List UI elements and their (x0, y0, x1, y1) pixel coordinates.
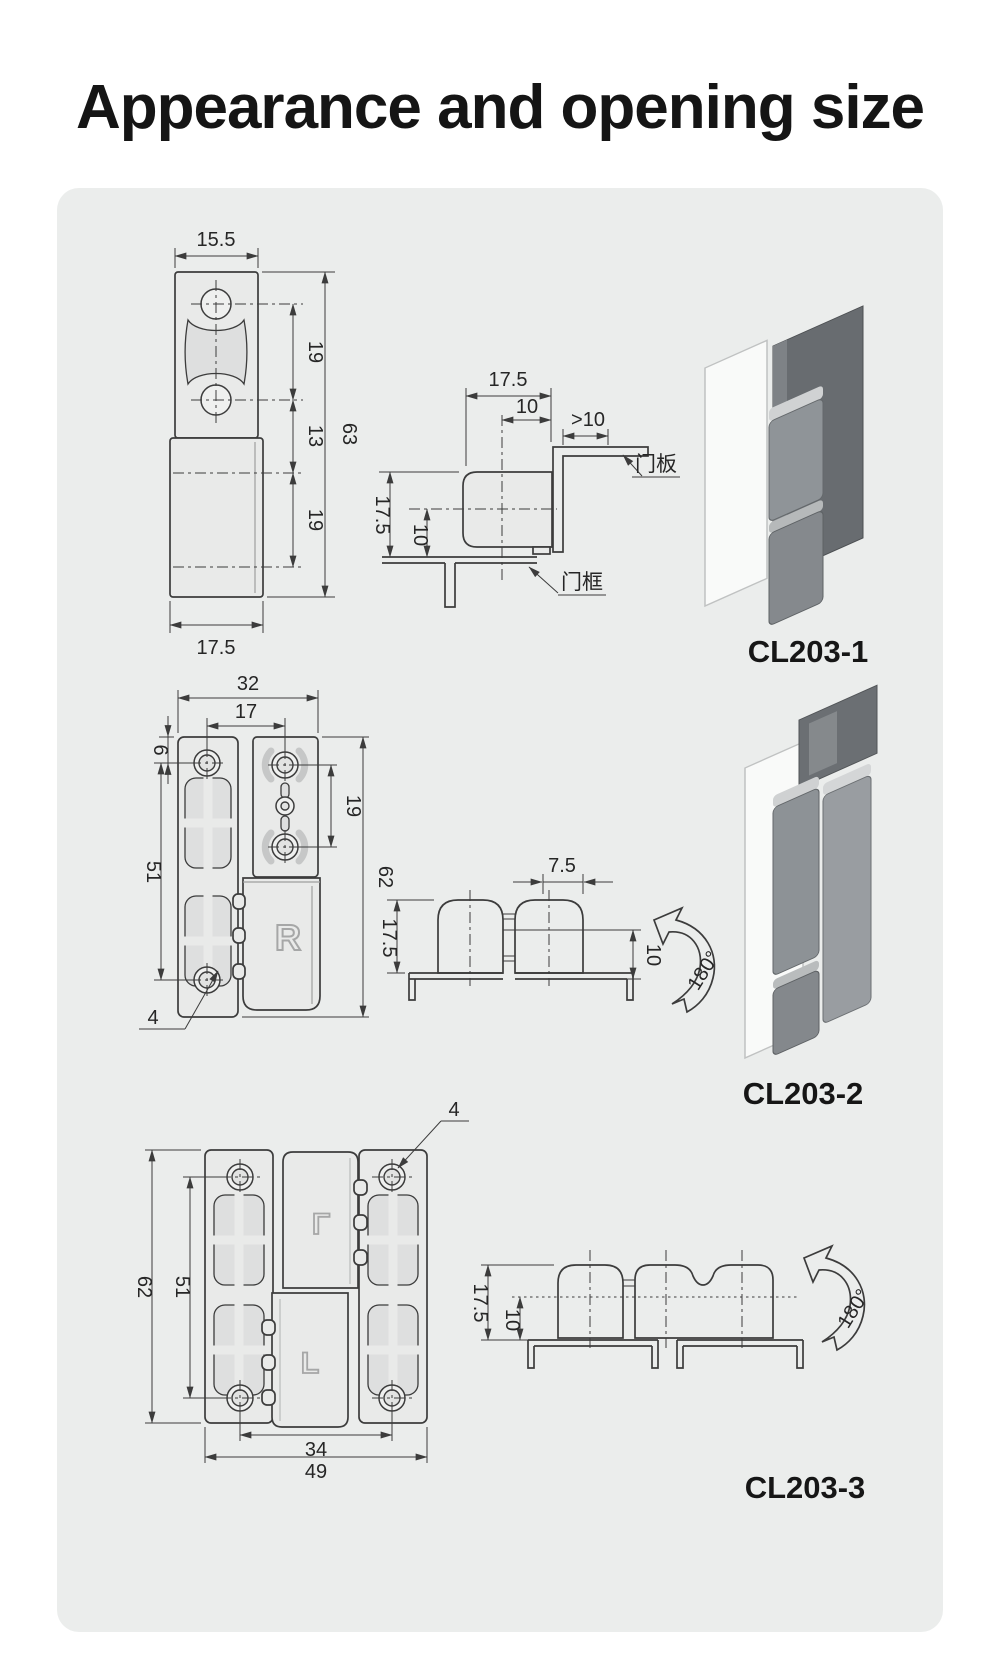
dim-hole-pitch-y: 51 (171, 1276, 193, 1298)
dim-pin-offset: 7.5 (548, 855, 576, 877)
dim-side-depth: 17.5 (489, 369, 528, 391)
dim-open-angle: 180° (684, 947, 725, 994)
label-door-frame: 门框 (561, 571, 603, 594)
dim-mid-pitch: 13 (304, 425, 326, 447)
cl203-1-side-view: 17.5 10 >10 17.5 10 门板 门框 (371, 369, 680, 608)
dim-hole-pitch-x: 17 (235, 701, 257, 723)
mark-r: R (275, 917, 301, 958)
dim-bottom-width: 17.5 (197, 637, 236, 659)
cl203-2-side-view: 7.5 17.5 10 180° (378, 855, 725, 1014)
mark-upper: Γ (312, 1208, 330, 1241)
dim-right-pitch: 19 (342, 795, 364, 817)
cl203-3-side-view: 17.5 10 180° (469, 1244, 875, 1369)
model-label-cl203-3: CL203-3 (745, 1470, 866, 1505)
drawing-panel: 15.5 63 19 13 19 17.5 (57, 188, 943, 1632)
dim-frame-drop: 10 (501, 1309, 523, 1331)
dim-pin-offset: 10 (516, 396, 538, 418)
dim-open-angle: 180° (834, 1285, 875, 1332)
cl203-2-drawing: R 32 17 6 51 (139, 673, 878, 1111)
dim-upper-pitch: 19 (304, 341, 326, 363)
dim-side-height: 17.5 (371, 496, 393, 535)
dim-top-width: 15.5 (197, 229, 236, 251)
rotation-arrow-icon (652, 906, 716, 1014)
dim-total-height: 63 (338, 423, 360, 445)
rotation-arrow-icon (802, 1244, 866, 1352)
cl203-2-render (744, 684, 878, 1060)
cl203-1-front-view: 15.5 63 19 13 19 17.5 (169, 229, 360, 659)
label-door-panel: 门板 (635, 453, 677, 476)
dim-total-width: 32 (237, 673, 259, 695)
dim-total-width: 49 (305, 1461, 327, 1483)
dim-hole-dia: 4 (448, 1100, 459, 1121)
dim-hole-dia: 4 (147, 1007, 158, 1029)
dim-hole-pitch-x: 34 (305, 1439, 327, 1461)
cl203-2-front-view: R 32 17 6 51 (139, 673, 396, 1030)
dim-lower-pitch: 19 (304, 509, 326, 531)
dim-frame-drop: 10 (642, 944, 664, 966)
dim-total-height: 62 (374, 866, 396, 888)
dim-height: 17.5 (378, 919, 400, 958)
page-title: Appearance and opening size (75, 73, 925, 142)
model-label-cl203-1: CL203-1 (748, 634, 869, 669)
dim-total-height: 62 (133, 1276, 155, 1298)
model-label-cl203-2: CL203-2 (743, 1076, 864, 1111)
dim-height: 17.5 (469, 1284, 491, 1323)
cl203-3-drawing: Γ L 4 62 51 34 49 (133, 1100, 875, 1505)
cl203-3-front-view: Γ L 4 62 51 34 49 (133, 1100, 469, 1483)
cl203-1-render (704, 305, 864, 625)
dim-hole-pitch-y: 51 (142, 861, 164, 883)
dim-frame-drop: 10 (409, 524, 431, 546)
cl203-1-drawing: 15.5 63 19 13 19 17.5 (169, 229, 869, 669)
mark-lower: L (301, 1347, 319, 1380)
dim-panel-overlap: >10 (571, 409, 605, 431)
dim-top-edge: 6 (149, 744, 171, 755)
